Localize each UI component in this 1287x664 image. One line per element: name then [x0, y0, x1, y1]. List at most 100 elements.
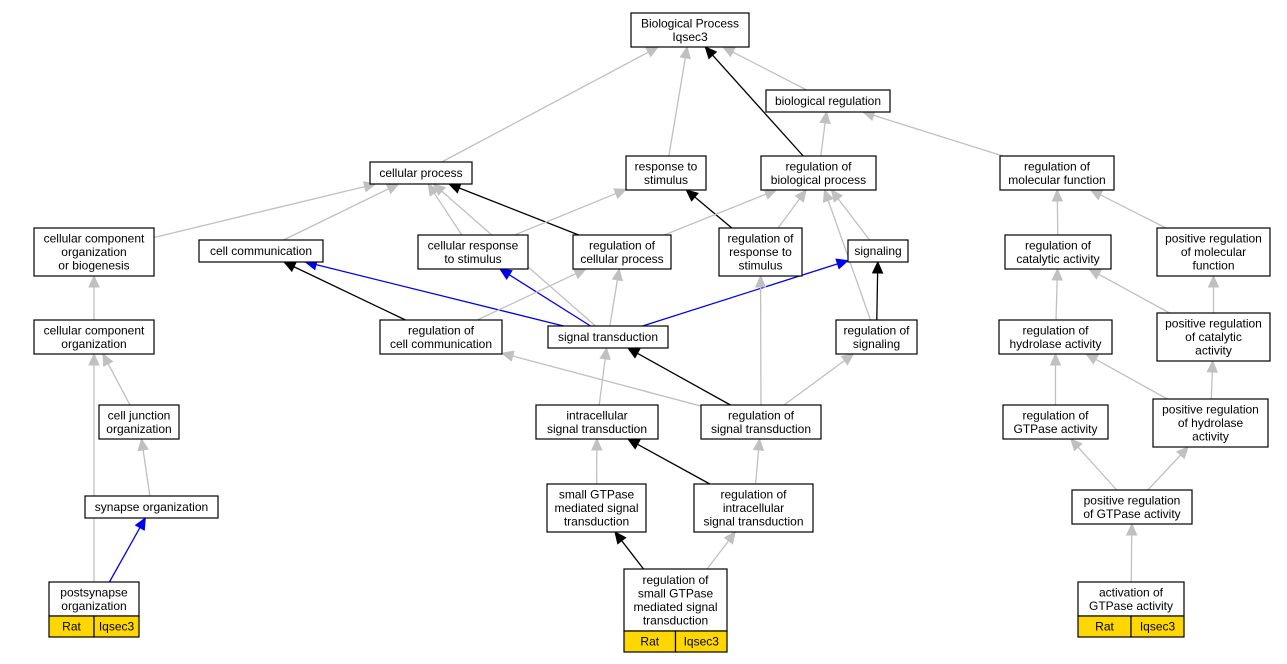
term-label-line: of GTPase activity — [1083, 507, 1180, 521]
term-label-line: signal transduction — [558, 330, 658, 344]
edge-arrowhead — [840, 353, 855, 366]
edge-arrowhead — [1051, 267, 1063, 281]
term-label-line: signal transduction — [547, 422, 647, 436]
edge-reg_resp_stim-to-response_stimulus — [685, 189, 733, 229]
term-label-line: intracellular — [723, 501, 784, 515]
edge-line — [668, 57, 686, 157]
term-node-box — [1077, 581, 1185, 617]
edge-pos_reg_mol_func-to-reg_mol_func — [1089, 189, 1167, 229]
edge-line — [1098, 273, 1170, 314]
edge-cell_resp_stim-to-response_stimulus — [514, 188, 628, 236]
edge-signal_transduction-to-signaling — [642, 258, 850, 327]
term-label-line: regulation of — [1022, 323, 1089, 337]
edge-arrowhead — [88, 274, 100, 288]
term-label-line: signal transduction — [711, 422, 811, 436]
edge-arrowhead — [88, 352, 100, 366]
edge-cco-to-ccob — [88, 274, 100, 320]
term-node-box — [625, 155, 707, 191]
edge-intracell_st-to-signal_transduction — [598, 346, 611, 406]
edge-arrowhead — [752, 437, 765, 451]
edge-arrowhead — [1088, 268, 1102, 280]
edge-arrowhead — [754, 274, 767, 288]
edge-line — [1055, 279, 1058, 321]
edge-arrowhead — [723, 531, 736, 545]
term-label-line: regulation of — [843, 323, 910, 337]
edge-arrowhead — [614, 531, 627, 545]
term-node-signal_transduction[interactable]: signal transduction — [547, 325, 669, 349]
term-label-line: stimulus — [738, 259, 782, 273]
term-node-cellular_process[interactable]: cellular process — [369, 161, 473, 185]
edge-arrowhead — [282, 261, 297, 273]
term-node-synapse_org[interactable]: synapse organization — [84, 495, 219, 519]
term-node-box — [379, 319, 503, 355]
term-node-box — [417, 234, 529, 270]
edge-reg_cell_process-to-cellular_process — [447, 182, 579, 236]
edge-arrowhead — [871, 260, 884, 274]
term-node-bio_reg[interactable]: biological regulation — [765, 89, 891, 113]
edge-line — [1100, 194, 1167, 229]
edge-line — [637, 352, 731, 406]
term-label-line: Biological Process — [641, 16, 739, 30]
term-node-signaling[interactable]: signaling — [847, 239, 909, 263]
edge-arrowhead — [822, 188, 834, 203]
edge-line — [1095, 358, 1168, 400]
edge-arrowhead — [679, 45, 691, 60]
term-label-line: organization — [61, 599, 126, 613]
edge-line — [1210, 371, 1213, 400]
edge-line — [783, 359, 845, 406]
term-node-box — [847, 239, 909, 263]
edge-arrowhead — [626, 347, 641, 359]
annotation-badge-label: Rat — [1095, 620, 1114, 634]
edge-line — [712, 54, 804, 157]
term-label-line: small GTPase — [559, 488, 635, 502]
edge-line — [315, 264, 564, 327]
edge-arrowhead — [599, 346, 611, 361]
edge-arrowhead — [1207, 274, 1220, 288]
edge-arrowhead — [1089, 189, 1104, 201]
term-node-box — [33, 227, 155, 277]
term-label-line: positive regulation — [1165, 232, 1262, 246]
term-node-box — [369, 161, 473, 185]
term-label-line: function — [1192, 259, 1234, 273]
edge-arrowhead — [572, 268, 587, 280]
edge-arrowhead — [819, 110, 831, 125]
term-label-line: response to — [635, 159, 698, 173]
term-node-box — [700, 404, 822, 440]
edge-arrowhead — [134, 516, 146, 531]
edge-reg_bio_process-to-root — [704, 46, 804, 157]
edge-pos_reg_hydrolase-to-pos_reg_cat — [1206, 359, 1219, 400]
term-label-line: Iqsec3 — [672, 30, 708, 44]
term-label-line: regulation of — [1022, 408, 1089, 422]
edge-line — [664, 193, 767, 236]
term-node-cell_comm[interactable]: cell communication — [198, 239, 324, 263]
edge-line — [458, 187, 579, 236]
term-node-box — [1071, 489, 1193, 525]
